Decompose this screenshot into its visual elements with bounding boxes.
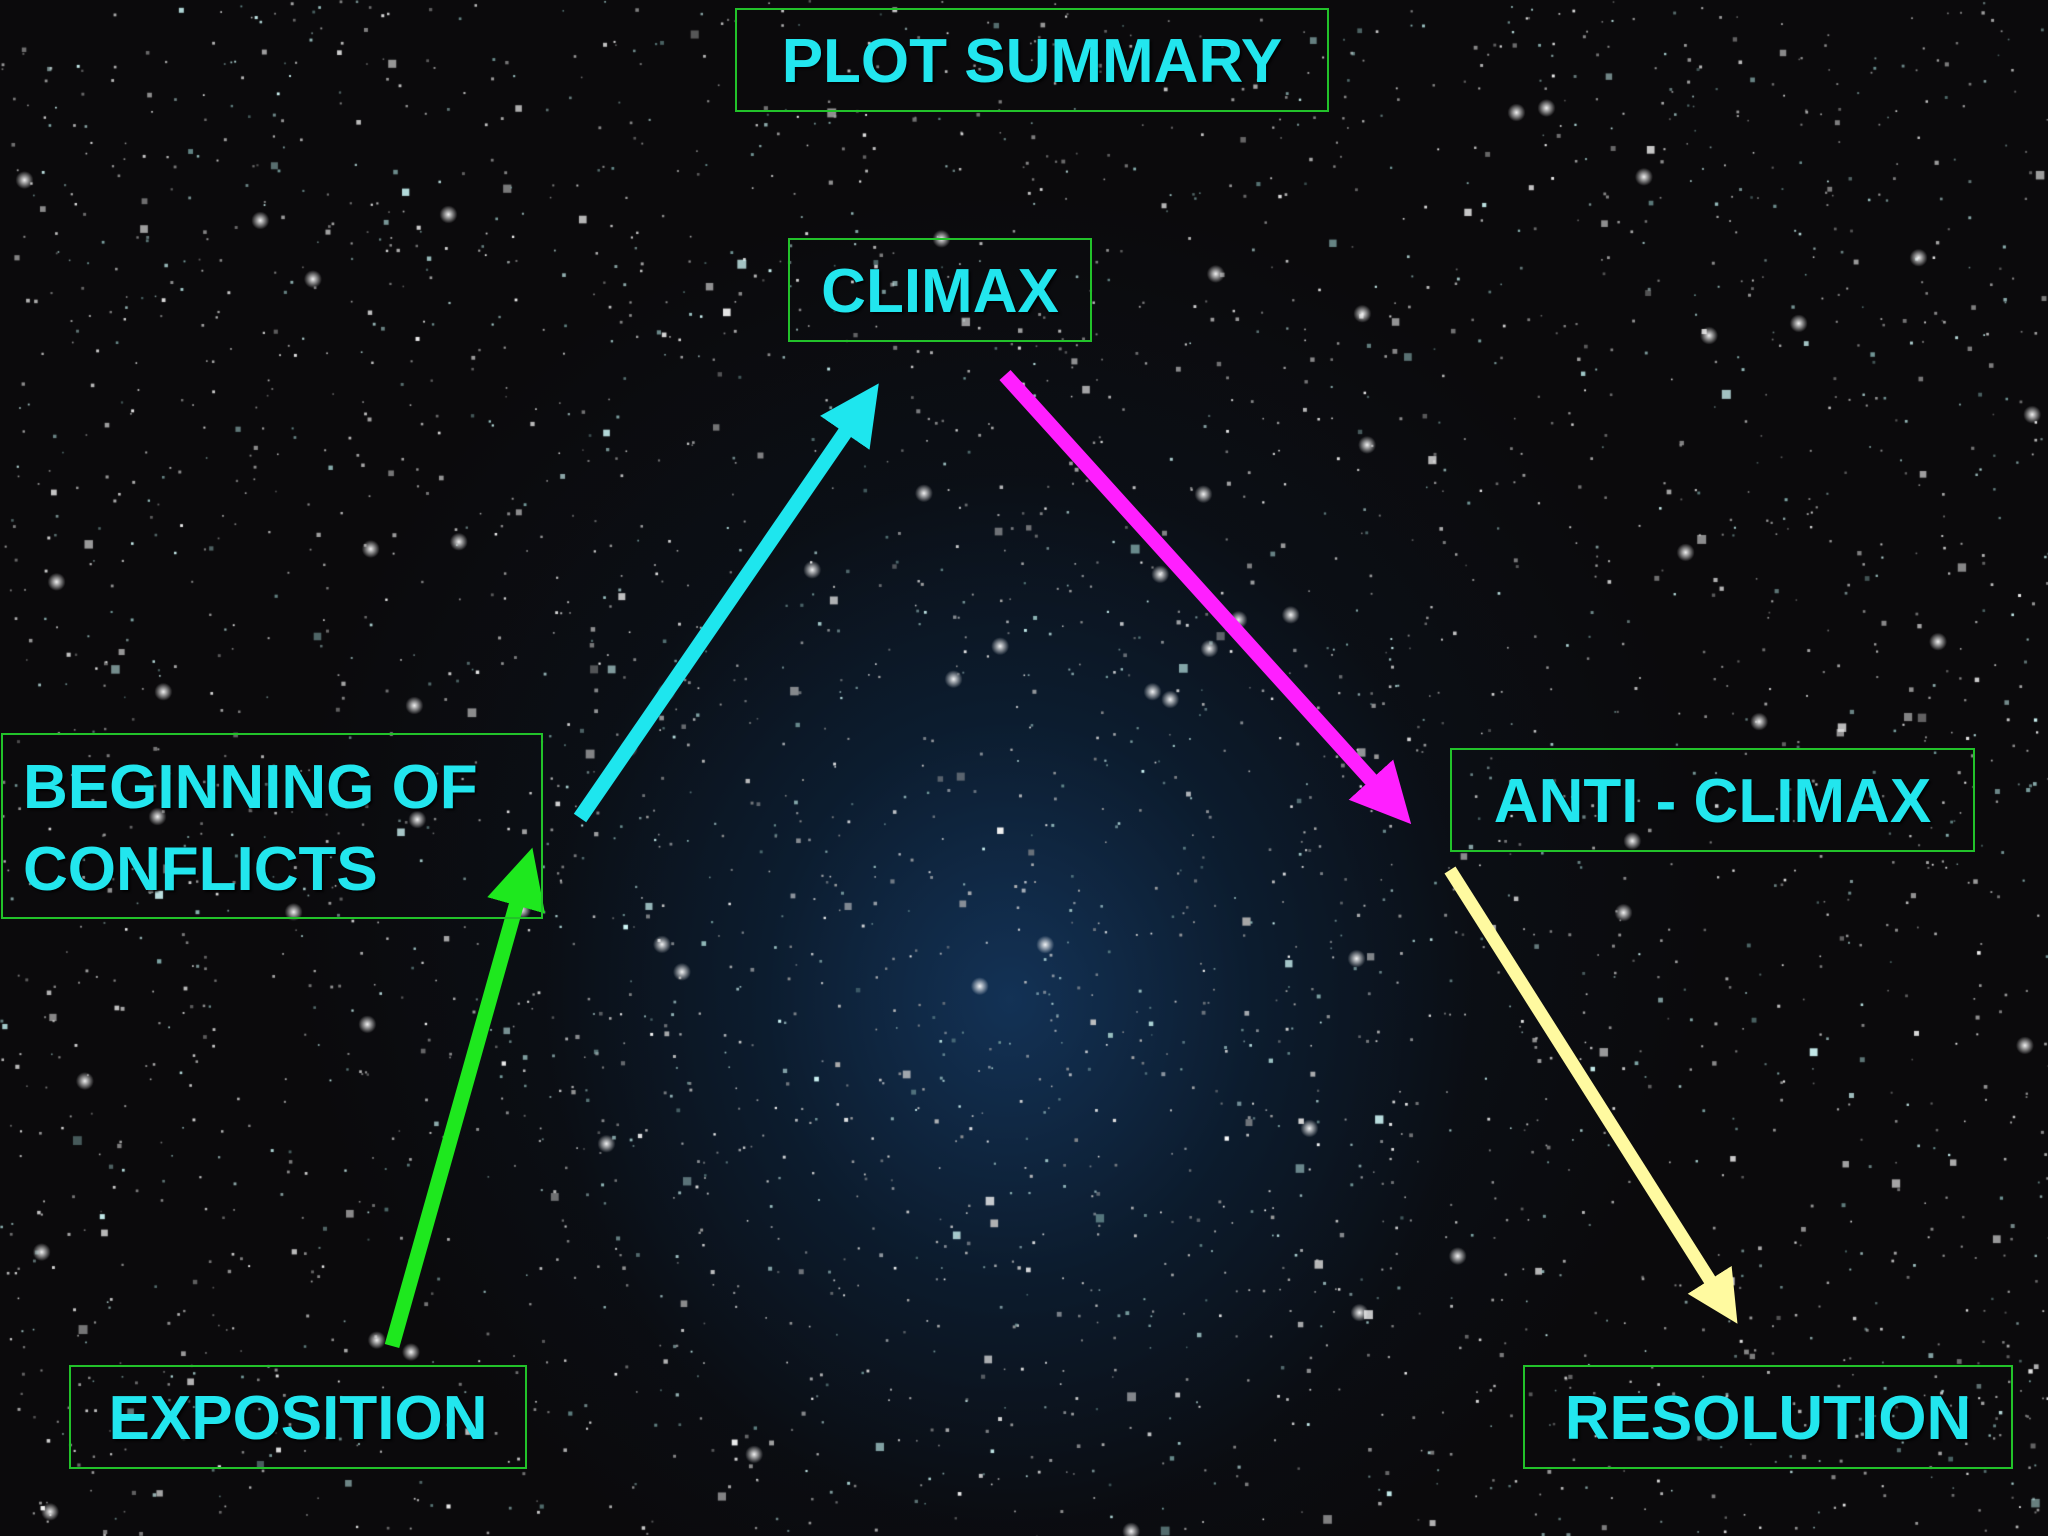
exposition-node: EXPOSITION	[69, 1365, 527, 1469]
resolution-node: RESOLUTION	[1523, 1365, 2013, 1469]
anti-climax-label: ANTI - CLIMAX	[1493, 767, 1932, 836]
exposition-label: EXPOSITION	[108, 1384, 488, 1453]
arrow-exposition-to-conflicts	[384, 847, 545, 1349]
climax-label: CLIMAX	[821, 257, 1059, 326]
resolution-label: RESOLUTION	[1564, 1384, 1972, 1453]
conflicts-label-line-1: BEGINNING OF	[23, 753, 478, 822]
anti-climax-node: ANTI - CLIMAX	[1450, 748, 1975, 852]
title-text: PLOT SUMMARY	[781, 27, 1283, 96]
beginning-of-conflicts-node: BEGINNING OF CONFLICTS	[1, 733, 543, 919]
climax-node: CLIMAX	[788, 238, 1092, 342]
conflicts-label-line-2: CONFLICTS	[23, 835, 378, 904]
plot-summary-title: PLOT SUMMARY	[735, 8, 1329, 112]
arrow-climax-to-anticlimax	[999, 369, 1412, 825]
arrow-conflicts-to-climax	[573, 383, 879, 823]
arrow-anticlimax-to-resolution	[1444, 866, 1738, 1324]
